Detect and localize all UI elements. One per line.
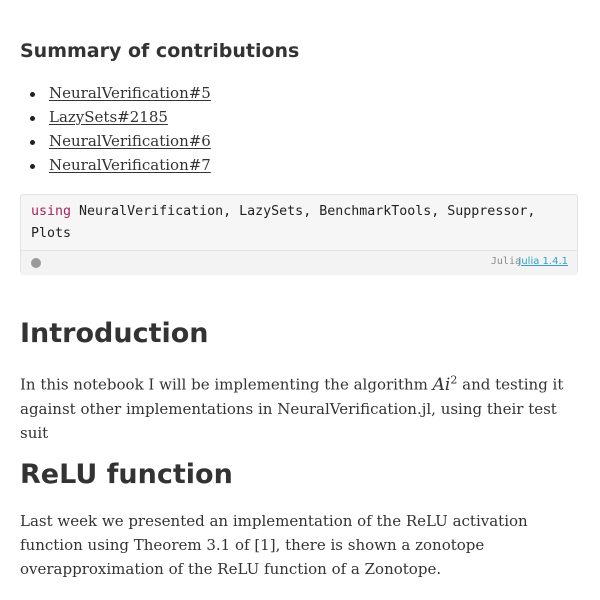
bullet-icon <box>30 164 35 169</box>
algorithm-math: Ai2 <box>432 373 458 395</box>
introduction-paragraph: In this notebook I will be implementing … <box>20 368 588 445</box>
list-item: NeuralVerification#6 <box>20 129 211 153</box>
contribution-link-neuralverification-6[interactable]: NeuralVerification#6 <box>49 132 211 150</box>
code-text: NeuralVerification, LazySets, BenchmarkT… <box>31 204 544 241</box>
math-base: Ai <box>432 374 451 395</box>
julia-version-link[interactable]: Julia 1.4.1 <box>518 256 568 267</box>
list-item: LazySets#2185 <box>20 105 211 129</box>
introduction-heading: Introduction <box>20 318 209 349</box>
bullet-icon <box>30 140 35 145</box>
code-cell-footer: Julia Julia 1.4.1 <box>21 250 577 275</box>
language-label: Julia <box>490 256 521 267</box>
contribution-link-neuralverification-7[interactable]: NeuralVerification#7 <box>49 156 211 174</box>
list-item: NeuralVerification#5 <box>20 81 211 105</box>
cell-status-icon <box>31 258 41 268</box>
contribution-link-neuralverification-5[interactable]: NeuralVerification#5 <box>49 84 211 102</box>
bullet-icon <box>30 92 35 97</box>
relu-paragraph: Last week we presented an implementation… <box>20 512 528 578</box>
bullet-icon <box>30 116 35 121</box>
summary-heading: Summary of contributions <box>20 40 300 62</box>
code-editor[interactable]: using NeuralVerification, LazySets, Benc… <box>31 201 567 245</box>
intro-text-before: In this notebook I will be implementing … <box>20 375 433 394</box>
relu-heading: ReLU function <box>20 459 233 490</box>
contribution-link-lazysets-2185[interactable]: LazySets#2185 <box>49 108 168 126</box>
code-cell[interactable]: using NeuralVerification, LazySets, Benc… <box>20 194 578 275</box>
contributions-list: NeuralVerification#5 LazySets#2185 Neura… <box>20 81 211 177</box>
math-superscript: 2 <box>450 373 458 386</box>
intro-text-after: and testing it against other implementat… <box>20 375 564 442</box>
code-keyword: using <box>31 204 72 219</box>
list-item: NeuralVerification#7 <box>20 153 211 177</box>
